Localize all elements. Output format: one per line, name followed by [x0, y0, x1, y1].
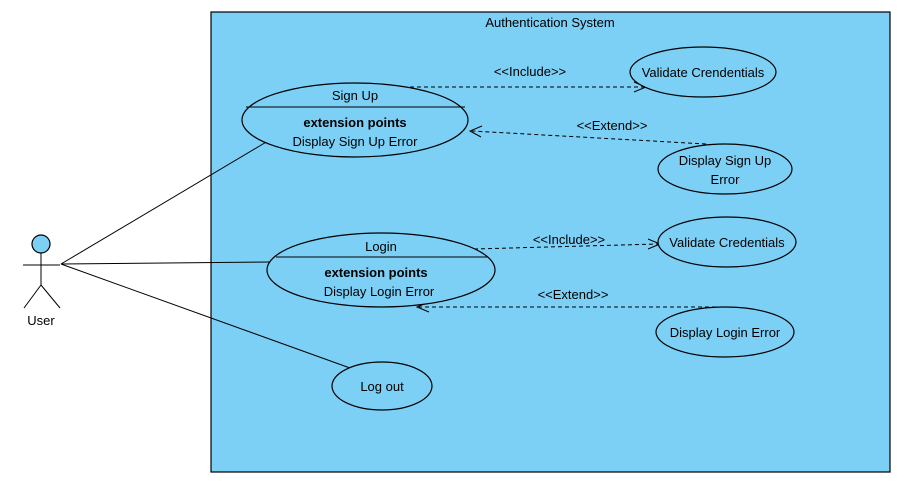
- association-user-login: [60, 261, 271, 265]
- use-case-name-line-1: Display Sign Up: [679, 153, 772, 168]
- association-user-logout: [60, 263, 351, 369]
- extension-point: Display Sign Up Error: [293, 134, 419, 149]
- extension-points-heading: extension points: [303, 115, 406, 130]
- use-case-log-out[interactable]: Log out: [331, 361, 433, 411]
- include-label: <<Include>>: [494, 64, 566, 79]
- use-case-name: Validate Credentials: [669, 235, 785, 250]
- extend-label: <<Extend>>: [538, 287, 609, 302]
- extend-login-error: <<Extend>>: [415, 287, 716, 313]
- use-case-validate-crendentials[interactable]: Validate Crendentials: [629, 46, 777, 98]
- extend-signup-error: <<Extend>>: [468, 118, 707, 145]
- use-case-display-login-error[interactable]: Display Login Error: [655, 306, 795, 358]
- actor-user[interactable]: User: [23, 234, 61, 328]
- extension-points-heading: extension points: [324, 265, 427, 280]
- include-label: <<Include>>: [533, 232, 605, 247]
- use-case-login[interactable]: Login extension points Display Login Err…: [266, 232, 496, 308]
- use-case-name: Sign Up: [332, 88, 378, 103]
- extension-point: Display Login Error: [324, 284, 435, 299]
- use-case-sign-up[interactable]: Sign Up extension points Display Sign Up…: [241, 82, 469, 158]
- use-case-display-sign-up-error[interactable]: Display Sign Up Error: [657, 143, 793, 195]
- use-case-name-line-2: Error: [711, 172, 741, 187]
- actor-left-leg: [23, 284, 42, 309]
- use-case-validate-credentials[interactable]: Validate Credentials: [657, 216, 797, 268]
- association-user-signup: [60, 140, 269, 265]
- actor-head-icon: [31, 234, 51, 254]
- use-case-name: Login: [365, 239, 397, 254]
- extend-label: <<Extend>>: [577, 118, 648, 133]
- system-title: Authentication System: [485, 15, 614, 30]
- use-case-name: Display Login Error: [670, 325, 781, 340]
- use-case-name: Validate Crendentials: [642, 65, 765, 80]
- actor-right-leg: [40, 284, 61, 309]
- use-case-name: Log out: [360, 379, 404, 394]
- actor-label: User: [27, 313, 55, 328]
